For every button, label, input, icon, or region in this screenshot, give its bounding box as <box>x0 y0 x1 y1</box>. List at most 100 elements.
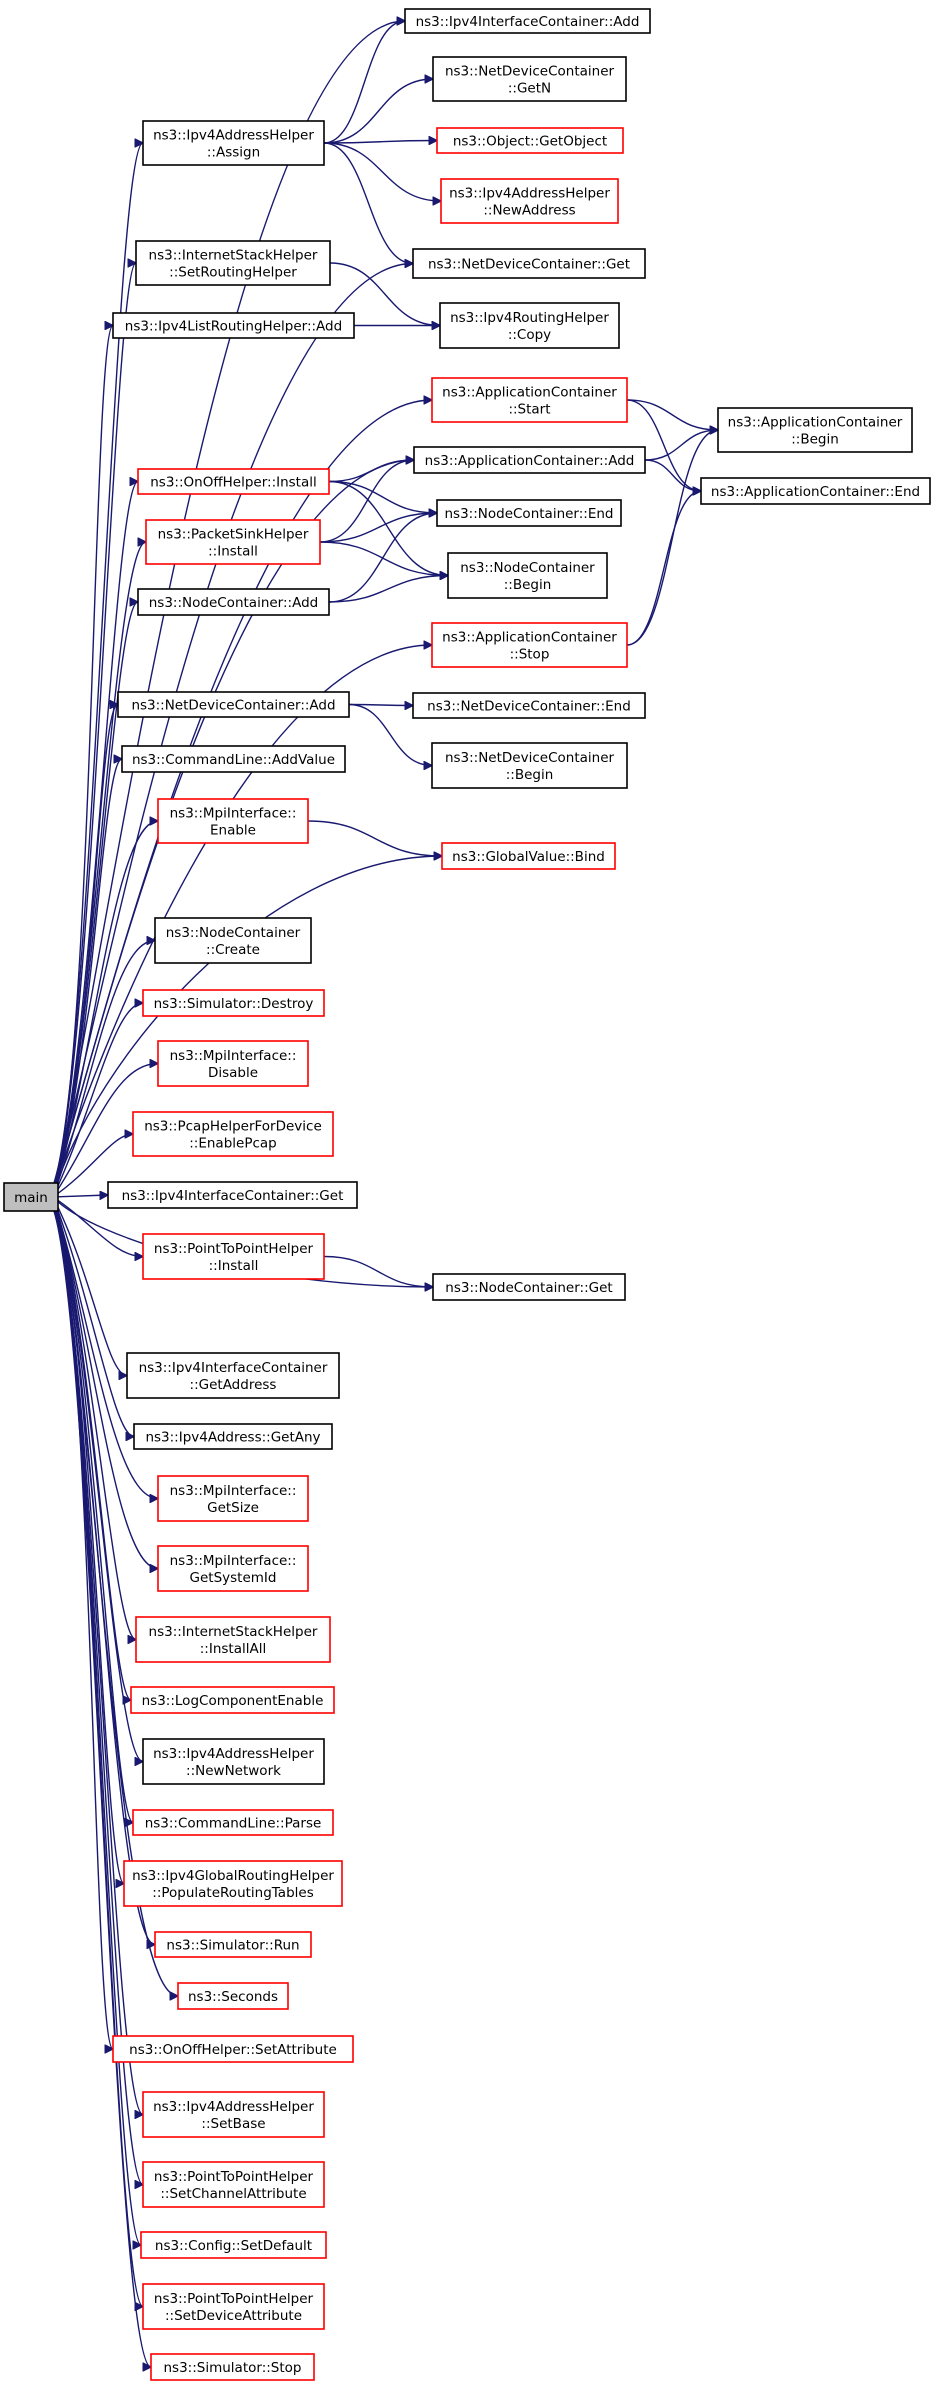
node-log-enable[interactable]: ns3::LogComponentEnable <box>130 1686 335 1714</box>
node-seconds[interactable]: ns3::Seconds <box>177 1982 289 2010</box>
node-box <box>432 1273 626 1301</box>
node-ipv4addr-getany[interactable]: ns3::Ipv4Address::GetAny <box>133 1423 333 1450</box>
node-box <box>177 1982 289 2010</box>
node-ipv4ah-newaddress[interactable]: ns3::Ipv4AddressHelper::NewAddress <box>440 178 619 224</box>
node-ndc-begin[interactable]: ns3::NetDeviceContainer::Begin <box>431 742 628 789</box>
node-box <box>431 742 628 789</box>
node-label: ::InstallAll <box>200 1641 266 1657</box>
node-ish-setrouting[interactable]: ns3::InternetStackHelper::SetRoutingHelp… <box>135 240 331 286</box>
node-box <box>130 1686 335 1714</box>
node-label: ::Create <box>206 942 260 958</box>
node-label: ::GetAddress <box>190 1377 277 1393</box>
node-p2p-setdevice[interactable]: ns3::PointToPointHelper::SetDeviceAttrib… <box>142 2283 325 2330</box>
node-box <box>413 446 646 474</box>
node-p2p-setchannel[interactable]: ns3::PointToPointHelper::SetChannelAttri… <box>142 2161 325 2208</box>
node-ndc-get[interactable]: ns3::NetDeviceContainer::Get <box>412 248 646 279</box>
node-box <box>432 56 627 102</box>
node-ipv4grh-populate[interactable]: ns3::Ipv4GlobalRoutingHelper::PopulateRo… <box>123 1860 343 1907</box>
node-box <box>142 989 325 1017</box>
node-nc-add[interactable]: ns3::NodeContainer::Add <box>137 588 330 616</box>
node-mpi-getsize[interactable]: ns3::MpiInterface::GetSize <box>157 1475 309 1522</box>
node-ipv4ic-getaddress[interactable]: ns3::Ipv4InterfaceContainer::GetAddress <box>126 1352 340 1399</box>
node-label: GetSize <box>207 1500 259 1516</box>
node-ipv4ah-newnetwork[interactable]: ns3::Ipv4AddressHelper::NewNetwork <box>142 1738 325 1785</box>
node-nc-create[interactable]: ns3::NodeContainer::Create <box>154 917 312 964</box>
node-box <box>441 842 616 870</box>
node-nc-get[interactable]: ns3::NodeContainer::Get <box>432 1273 626 1301</box>
node-ish-installall[interactable]: ns3::InternetStackHelper::InstallAll <box>135 1616 331 1663</box>
node-box <box>107 1181 358 1209</box>
node-nc-begin[interactable]: ns3::NodeContainer::Begin <box>447 552 608 599</box>
node-cl-addvalue[interactable]: ns3::CommandLine::AddValue <box>121 745 346 773</box>
node-ndc-add[interactable]: ns3::NetDeviceContainer::Add <box>117 691 350 718</box>
node-p2p-install[interactable]: ns3::PointToPointHelper::Install <box>142 1233 325 1280</box>
node-label: ::NewAddress <box>483 203 575 219</box>
node-label: ns3::NodeContainer::End <box>445 506 614 522</box>
node-ndc-getn[interactable]: ns3::NetDeviceContainer::GetN <box>432 56 627 102</box>
call-edge-ipv4ah-assign-to-ipv4ah-newaddress <box>323 142 441 201</box>
node-label: ns3::Ipv4GlobalRoutingHelper <box>132 1868 334 1884</box>
call-edge-ndc-add-to-ndc-begin <box>348 703 432 766</box>
node-label: ns3::Ipv4Address::GetAny <box>145 1430 320 1446</box>
node-box <box>412 248 646 279</box>
node-ipv4lrh-add[interactable]: ns3::Ipv4ListRoutingHelper::Add <box>112 312 355 339</box>
node-gv-bind[interactable]: ns3::GlobalValue::Bind <box>441 842 616 870</box>
node-ac-add[interactable]: ns3::ApplicationContainer::Add <box>413 446 646 474</box>
node-box <box>142 120 325 166</box>
node-onoff-setattr[interactable]: ns3::OnOffHelper::SetAttribute <box>112 2035 354 2063</box>
call-edge-main-to-ipv4lrh-add <box>53 326 114 1187</box>
node-box <box>431 377 628 423</box>
node-label: ::Install <box>208 544 258 560</box>
call-edge-main-to-ipv4ic-get <box>53 1195 108 1197</box>
node-label: ns3::NetDeviceContainer::Get <box>428 257 630 273</box>
call-edge-ac-add-to-ac-begin <box>644 430 718 461</box>
node-pcap-enable[interactable]: ns3::PcapHelperForDevice::EnablePcap <box>132 1111 334 1157</box>
node-onoff-install[interactable]: ns3::OnOffHelper::Install <box>137 468 330 495</box>
node-ndc-end[interactable]: ns3::NetDeviceContainer::End <box>412 692 646 719</box>
call-edge-main-to-p2p-install <box>53 1197 143 1257</box>
node-mpi-enable[interactable]: ns3::MpiInterface::Enable <box>157 798 309 844</box>
call-edge-main-to-cl-parse <box>53 1204 134 1823</box>
node-ac-begin[interactable]: ns3::ApplicationContainer::Begin <box>717 407 913 453</box>
node-label: ns3::MpiInterface:: <box>170 806 297 822</box>
node-ac-start[interactable]: ns3::ApplicationContainer::Start <box>431 377 628 423</box>
node-box <box>142 2161 325 2208</box>
node-ipv4ah-setbase[interactable]: ns3::Ipv4AddressHelper::SetBase <box>142 2091 325 2138</box>
node-mpi-disable[interactable]: ns3::MpiInterface::Disable <box>157 1040 309 1087</box>
node-label: ::NewNetwork <box>186 1763 281 1779</box>
call-edge-nc-add-to-nc-begin <box>328 576 448 603</box>
call-edge-p2p-install-to-nc-get <box>323 1255 433 1288</box>
node-config-setdefault[interactable]: ns3::Config::SetDefault <box>140 2231 327 2259</box>
node-label: ::SetDeviceAttribute <box>165 2308 302 2324</box>
node-psh-install[interactable]: ns3::PacketSinkHelper::Install <box>145 519 321 565</box>
node-sim-run[interactable]: ns3::Simulator::Run <box>154 1931 312 1958</box>
call-edge-ipv4ah-assign-to-obj-getobject <box>323 141 437 144</box>
node-cl-parse[interactable]: ns3::CommandLine::Parse <box>132 1809 334 1836</box>
node-label: ::Start <box>508 402 550 418</box>
call-edge-ipv4ah-assign-to-ipv4ic-add <box>323 21 405 144</box>
node-ac-end[interactable]: ns3::ApplicationContainer::End <box>700 477 931 505</box>
node-label: ::GetN <box>508 81 551 97</box>
node-nc-end[interactable]: ns3::NodeContainer::End <box>436 499 622 527</box>
node-ipv4ah-assign[interactable]: ns3::Ipv4AddressHelper::Assign <box>142 120 325 166</box>
node-mpi-getsystemid[interactable]: ns3::MpiInterface::GetSystemId <box>157 1545 309 1592</box>
node-box <box>137 468 330 495</box>
node-box <box>132 1111 334 1157</box>
node-ipv4ic-add[interactable]: ns3::Ipv4InterfaceContainer::Add <box>404 8 651 34</box>
node-box <box>123 1860 343 1907</box>
node-label: ns3::Ipv4AddressHelper <box>153 1746 314 1762</box>
node-ac-stop[interactable]: ns3::ApplicationContainer::Stop <box>431 622 628 668</box>
node-sim-destroy[interactable]: ns3::Simulator::Destroy <box>142 989 325 1017</box>
node-main[interactable]: main <box>3 1182 59 1212</box>
call-edge-ish-setrouting-to-ipv4rh-copy <box>329 262 440 326</box>
node-obj-getobject[interactable]: ns3::Object::GetObject <box>436 127 624 154</box>
node-ipv4ic-get[interactable]: ns3::Ipv4InterfaceContainer::Get <box>107 1181 358 1209</box>
call-edge-main-to-ac-add <box>53 460 414 1189</box>
call-edge-main-to-ndc-add <box>53 705 119 1192</box>
node-sim-stop[interactable]: ns3::Simulator::Stop <box>150 2353 315 2381</box>
node-ipv4rh-copy[interactable]: ns3::Ipv4RoutingHelper::Copy <box>439 302 620 349</box>
call-edge-onoff-install-to-nc-begin <box>328 480 448 576</box>
node-label: ns3::NodeContainer <box>460 560 595 576</box>
node-box <box>112 2035 354 2063</box>
node-box <box>157 1475 309 1522</box>
